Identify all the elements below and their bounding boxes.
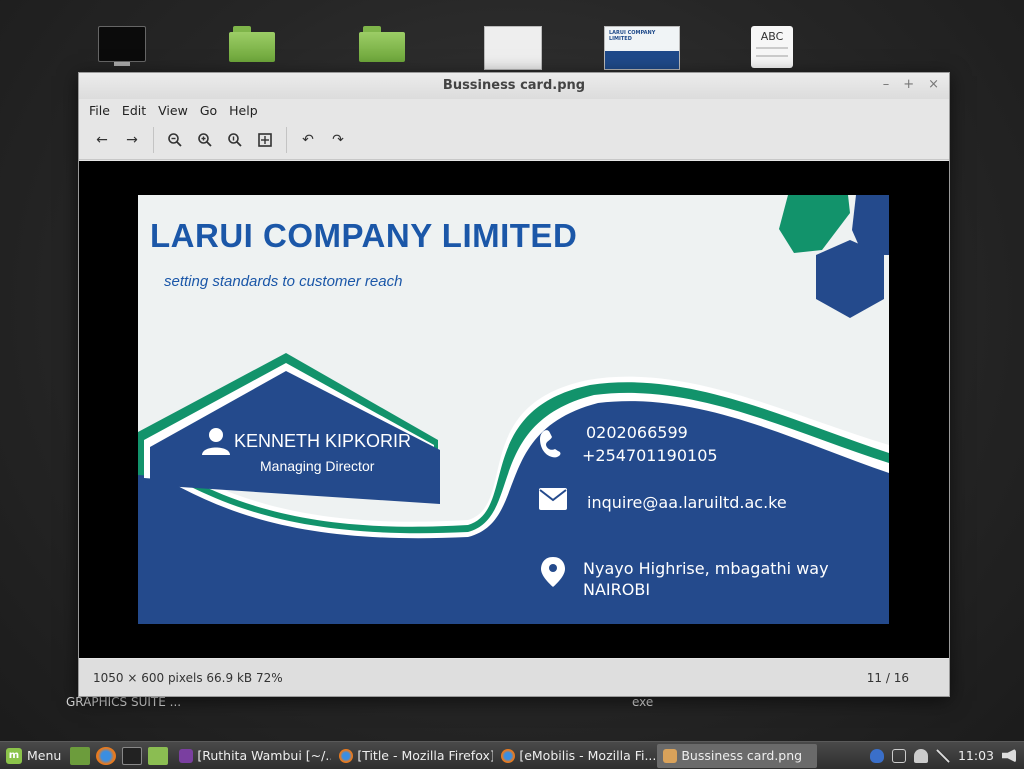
- card-person-name: KENNETH KIPKORIR: [234, 431, 412, 451]
- forward-arrow-icon[interactable]: →: [126, 132, 138, 148]
- rotate-left-icon[interactable]: ↶: [302, 132, 314, 148]
- card-graphics: [138, 195, 889, 624]
- card-role: Managing Director: [260, 458, 375, 474]
- user-icon[interactable]: [913, 748, 928, 763]
- menu-help[interactable]: Help: [229, 102, 258, 118]
- taskbar-item-firefox-title[interactable]: [Title - Mozilla Firefox]: [333, 744, 493, 768]
- firefox-icon: [339, 748, 354, 763]
- taskbar-item-firefox-emobilis[interactable]: [eMobilis - Mozilla Fi...: [495, 744, 655, 768]
- rotate-right-icon[interactable]: ↷: [332, 132, 344, 148]
- maximize-button[interactable]: +: [903, 77, 915, 92]
- taskbar-item-label: Bussiness card.png: [681, 748, 803, 763]
- taskbar-item-label: [Ruthita Wambui [~/...: [197, 748, 332, 763]
- start-menu-label: Menu: [27, 748, 62, 763]
- zoom-fit-icon[interactable]: [250, 126, 280, 154]
- phpstorm-icon: [179, 748, 194, 763]
- network-icon[interactable]: [935, 748, 950, 763]
- zoom-in-icon[interactable]: [190, 126, 220, 154]
- image-thumbnail-icon[interactable]: [484, 26, 542, 70]
- taskbar-item-image-viewer[interactable]: Bussiness card.png: [657, 743, 818, 768]
- update-manager-icon[interactable]: [891, 748, 906, 763]
- shield-icon[interactable]: [869, 748, 884, 763]
- card-address-line-1: Nyayo Highrise, mbagathi way: [583, 559, 829, 578]
- volume-icon[interactable]: [1002, 748, 1016, 763]
- zoom-out-icon[interactable]: [160, 126, 190, 154]
- zoom-normal-icon[interactable]: [220, 126, 250, 154]
- firefox-icon: [501, 748, 516, 763]
- image-viewer-icon: [663, 748, 678, 763]
- image-viewer-window: Bussiness card.png – + × File Edit View …: [78, 72, 950, 697]
- desktop-label-graphics-suite[interactable]: GRAPHICS SUITE ...: [66, 695, 182, 709]
- taskbar-item-label: [eMobilis - Mozilla Fi...: [519, 748, 656, 763]
- window-titlebar[interactable]: Bussiness card.png – + ×: [79, 73, 949, 99]
- firefox-launcher-icon[interactable]: [96, 746, 117, 765]
- business-card-thumbnail-icon[interactable]: LARUI COMPANY LIMITED: [604, 26, 680, 70]
- card-address-line-2: NAIROBI: [583, 580, 651, 599]
- card-email: inquire@aa.laruiltd.ac.ke: [587, 493, 787, 512]
- show-desktop-icon[interactable]: [70, 746, 91, 765]
- system-tray: 11:03: [869, 742, 1016, 769]
- back-arrow-icon[interactable]: ←: [96, 132, 108, 148]
- text-file-icon-label: ABC: [760, 30, 784, 43]
- image-position-status: 11 / 16: [866, 670, 909, 685]
- minimize-button[interactable]: –: [882, 77, 890, 92]
- folder-icon[interactable]: [229, 26, 275, 66]
- status-bar: 1050 × 600 pixels 66.9 kB 72% 11 / 16: [79, 659, 949, 696]
- card-phone-2: +254701190105: [582, 446, 718, 465]
- files-launcher-icon[interactable]: [148, 746, 169, 765]
- card-company-name: LARUI COMPANY LIMITED: [150, 217, 578, 254]
- menu-view[interactable]: View: [158, 102, 188, 118]
- card-tagline: setting standards to customer reach: [164, 273, 403, 290]
- taskbar-panel: m Menu [Ruthita Wambui [~/... [Title - M…: [0, 741, 1024, 769]
- card-phone-1: 0202066599: [586, 423, 688, 442]
- window-title: Bussiness card.png: [442, 78, 586, 93]
- start-menu-button[interactable]: m Menu: [0, 747, 67, 764]
- business-card-image: LARUI COMPANY LIMITED setting standards …: [138, 195, 889, 624]
- clock[interactable]: 11:03: [957, 748, 994, 763]
- menu-go[interactable]: Go: [199, 102, 218, 118]
- text-file-icon[interactable]: ABC: [751, 26, 793, 68]
- toolbar: ← → ↶ ↷: [79, 121, 949, 160]
- menu-edit[interactable]: Edit: [121, 102, 147, 118]
- close-button[interactable]: ×: [928, 77, 939, 92]
- terminal-launcher-icon[interactable]: [122, 746, 143, 765]
- image-info-status: 1050 × 600 pixels 66.9 kB 72%: [93, 670, 283, 685]
- desktop-label-exe[interactable]: exe: [632, 695, 654, 709]
- computer-desktop-icon[interactable]: [98, 26, 146, 70]
- menu-bar: File Edit View Go Help: [79, 99, 949, 121]
- taskbar-item-terminal[interactable]: [Ruthita Wambui [~/...: [173, 744, 331, 768]
- menu-file[interactable]: File: [89, 102, 110, 118]
- image-canvas[interactable]: LARUI COMPANY LIMITED setting standards …: [79, 161, 949, 658]
- folder-icon[interactable]: [359, 26, 405, 66]
- mint-logo-icon: m: [6, 747, 22, 764]
- taskbar-item-label: [Title - Mozilla Firefox]: [357, 748, 494, 763]
